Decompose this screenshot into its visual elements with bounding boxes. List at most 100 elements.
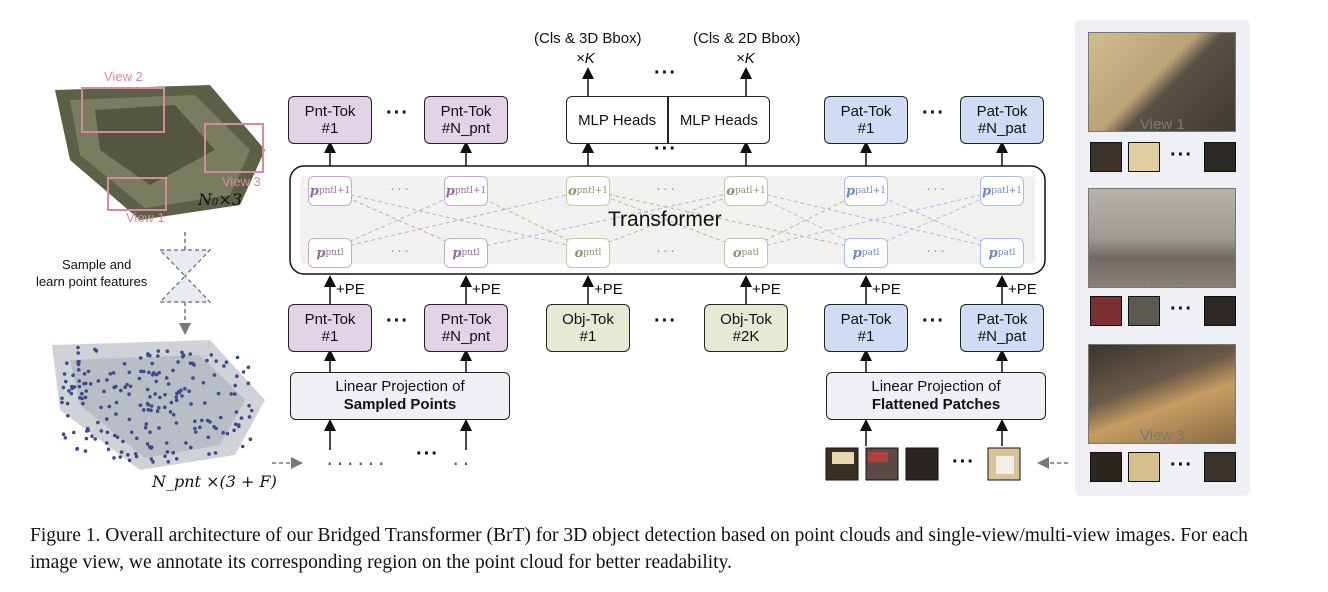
sampled-point [77, 384, 82, 389]
sampled-point [77, 379, 81, 383]
sampled-point [191, 376, 195, 380]
sampled-point [61, 385, 66, 390]
mlp-head-1: MLP Heads [578, 111, 657, 129]
sampled-point [108, 372, 113, 376]
sampled-point [209, 353, 214, 357]
sampled-point [248, 437, 253, 442]
mlp-head-2: MLP Heads [679, 111, 758, 129]
sampled-point [165, 349, 170, 354]
view-1-patch-ellipsis: ··· [1170, 144, 1193, 166]
sampled-point [205, 418, 210, 423]
sampled-point [158, 395, 162, 400]
sampled-point [236, 424, 241, 429]
view-1-image [1088, 32, 1236, 132]
view-3-region-label: View 3 [222, 174, 261, 189]
sampled-point [150, 445, 154, 450]
input-pnt-token-first: Pnt-Tok#1 [288, 304, 372, 352]
output-pat-ellipsis: ··· [922, 102, 945, 124]
sampled-point [183, 386, 187, 391]
sampled-point [62, 372, 67, 376]
sampled-point [88, 382, 93, 386]
sampled-point [96, 379, 101, 383]
sampled-point [207, 452, 211, 456]
sampled-point [137, 376, 142, 381]
sampled-point [71, 373, 75, 378]
sampled-point [241, 370, 246, 374]
sampled-point [123, 385, 127, 390]
sampled-point [129, 430, 134, 435]
view-3-label: View 3 [1140, 427, 1185, 444]
node-ellipsis-3: ··· [926, 180, 947, 197]
sampled-point [83, 395, 88, 400]
sampled-point [121, 439, 125, 444]
sampled-point [80, 391, 84, 396]
sampled-point [189, 402, 193, 406]
sampled-point [90, 434, 94, 439]
sampled-point [165, 450, 170, 454]
sampled-point [232, 428, 236, 433]
sampled-point [151, 460, 155, 464]
sampled-point [174, 457, 179, 461]
sampled-point [66, 414, 70, 418]
input-obj-ellipsis: ··· [654, 310, 677, 332]
input-pat-token-first: Pat-Tok#1 [824, 304, 908, 352]
sampled-point [213, 451, 218, 455]
sampled-point [145, 387, 150, 392]
sampled-size-label: N_pnt ×(3 + F) [152, 472, 277, 491]
figure-caption: Figure 1. Overall architecture of our Br… [30, 525, 1248, 573]
sampled-point [193, 426, 197, 431]
sampled-point [246, 365, 251, 370]
sampled-point [65, 361, 69, 366]
sampled-point [128, 384, 133, 389]
sampled-point [144, 422, 149, 426]
view-2-patch-3 [1204, 296, 1236, 326]
sampled-point [119, 388, 123, 393]
sampled-point [61, 432, 66, 437]
input-pnt-token-last: Pnt-Tok#N_pnt [424, 304, 508, 352]
sampled-point [206, 435, 211, 440]
sampled-point [169, 400, 174, 405]
sampled-point [112, 456, 116, 460]
sampled-point [134, 454, 139, 459]
sampled-point [193, 430, 198, 434]
sampled-point [60, 396, 64, 401]
sampled-point-cloud [52, 340, 265, 470]
sampled-point [249, 408, 254, 413]
mlp-heads-box: MLP Heads MLP Heads [566, 96, 770, 144]
sampled-point [69, 391, 74, 396]
sampled-point [127, 417, 132, 422]
sampled-point [78, 396, 82, 400]
sampled-point [72, 430, 76, 435]
sampled-point [155, 409, 160, 414]
sampled-point [203, 401, 207, 405]
sampled-point [60, 400, 64, 405]
sampled-point [114, 412, 118, 416]
sampled-point [163, 405, 167, 410]
view-3-patch-2 [1128, 452, 1160, 482]
sampled-point [105, 441, 109, 445]
sampled-point [145, 401, 150, 406]
sampled-point [233, 392, 237, 396]
sampled-point [234, 410, 239, 414]
sampled-point [125, 382, 129, 387]
sampled-point [163, 454, 167, 459]
sampled-point [142, 369, 146, 374]
sampled-point [214, 359, 218, 363]
left-head-label: (Cls & 3D Bbox) [534, 30, 642, 47]
sampled-point [105, 378, 109, 382]
sampled-point [146, 353, 150, 358]
sampled-point [240, 444, 245, 449]
sampled-point [93, 347, 97, 352]
sampled-point [153, 392, 157, 396]
sampled-point [235, 374, 239, 379]
sampled-point [138, 356, 143, 360]
sampled-point [187, 389, 191, 394]
right-head-label: (Cls & 2D Bbox) [693, 30, 801, 47]
sampled-point [222, 364, 226, 368]
sampled-point [99, 405, 103, 410]
pe-label-2: +PE [472, 281, 501, 298]
sampled-point [154, 372, 159, 377]
